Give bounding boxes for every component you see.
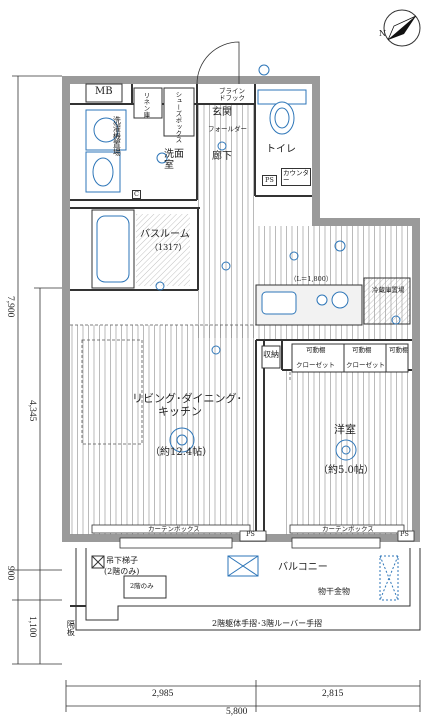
washroom-label: 洗面室 (164, 149, 184, 171)
dim-left-total: 7,900 (4, 296, 15, 318)
western-label: 洋室 (334, 423, 356, 436)
entrance-door-swing (196, 41, 240, 85)
hanging-ladder-label: 吊下梯子 (106, 556, 138, 565)
hall-label: 廊下 (212, 151, 232, 162)
counter-label: カウンター (281, 168, 311, 186)
ldk-label-line1: リビング･ダイニング･ (132, 392, 242, 405)
balcony (70, 548, 421, 631)
flooring (70, 104, 412, 535)
dim-left-lower: 4,345 (26, 400, 37, 422)
shelf-label-1: 可動棚 (306, 346, 326, 354)
linen-label: リネン庫 (141, 92, 150, 118)
shoes-label: シューズボックス (173, 91, 182, 143)
washroom-fixtures (85, 109, 127, 193)
ps-label-1: PS (262, 175, 277, 186)
balcony-label: バルコニー (278, 562, 328, 573)
mb-label: MB (95, 86, 113, 97)
curtain-box-label-1: カーテンボックス (148, 525, 200, 533)
c-mark: C (132, 190, 141, 199)
linen-cabinet (133, 87, 163, 119)
kitchen-counter (255, 277, 411, 326)
curtain-box-label-2: カーテンボックス (322, 525, 374, 533)
left-dimension-lines (12, 75, 62, 665)
closet-label-2: クローゼット (346, 361, 385, 369)
ps-label-2: PS (246, 530, 255, 538)
entrance-label: 玄関 (212, 107, 232, 118)
western-size: （約5.0帖） (318, 465, 374, 476)
blind-hook-label: ブラインドフック (219, 87, 245, 102)
dim-left-bottom: 1,100 (26, 616, 37, 638)
railing-note: 2階躯体手摺･3階ルーバー手摺 (212, 619, 323, 628)
dim-left-balcony: 900 (4, 566, 15, 581)
fridge-label: 冷蔵庫置場 (372, 286, 405, 294)
bathroom-size: （1317） (150, 243, 187, 252)
mb-box (85, 83, 123, 103)
bathroom-label: バスルーム (140, 229, 190, 240)
shoe-cabinet (163, 87, 195, 137)
partition-label: 隔板 (66, 620, 76, 636)
closet-label-1: クローゼット (296, 361, 335, 369)
toilet-fixture (257, 89, 307, 135)
ps-label-3: PS (400, 530, 409, 538)
folder-label: フォールダー (208, 125, 247, 133)
shelf-label-3: 可動棚 (389, 346, 409, 354)
kitchen-width-label: （L＝1,800） (290, 275, 333, 283)
dim-bottom-total: 5,800 (226, 707, 248, 717)
storage-label: 収納 (263, 350, 279, 359)
dashed-lines (70, 324, 291, 445)
closet-block (291, 343, 409, 373)
north-arrow-icon (380, 6, 424, 50)
dim-bottom-left: 2,985 (152, 689, 174, 699)
compass-label: N (379, 29, 386, 38)
ladder-note: (2階のみ) (104, 567, 140, 576)
ldk-size: （約12.4帖） (150, 447, 213, 458)
floor2-only-label: 2階のみ (130, 582, 154, 590)
washer-label: 洗濯機置場 (112, 116, 122, 156)
shelf-label-2: 可動棚 (352, 346, 372, 354)
windows (119, 530, 415, 549)
storage-box (261, 345, 281, 369)
toilet-label: トイレ (266, 144, 296, 155)
curtain-boxes (91, 524, 405, 534)
ldk-label-line2: キッチン (158, 405, 202, 418)
clothes-rack-label: 物干金物 (318, 587, 350, 596)
bottom-dimension-lines (65, 680, 421, 712)
fixture-symbols (155, 64, 401, 461)
dim-bottom-right: 2,815 (322, 689, 344, 699)
bathtub (91, 209, 190, 289)
